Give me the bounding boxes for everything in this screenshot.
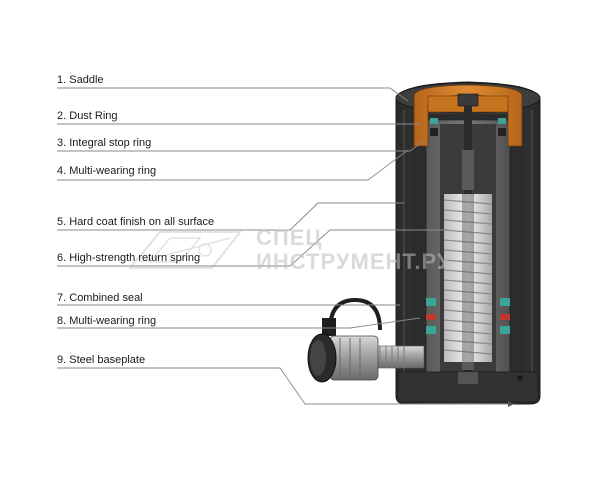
callout-text: Multi-wearing ring <box>69 165 157 177</box>
callout-text: Hard coat finish on all surface <box>69 216 215 228</box>
callout-number: 2. <box>57 110 67 122</box>
callout-text: Steel baseplate <box>69 354 146 366</box>
seal-rings <box>426 118 510 334</box>
callout-number: 6. <box>57 252 67 264</box>
callout-text: Multi-wearing ring <box>69 315 157 327</box>
watermark-logo <box>127 231 243 269</box>
callout-text: Integral stop ring <box>69 137 152 149</box>
callout-number: 5. <box>57 216 67 228</box>
callout-6-return-spring: 6. High-strength return spring <box>57 252 200 264</box>
callout-9-steel-baseplate: 9. Steel baseplate <box>57 354 145 366</box>
callout-number: 8. <box>57 315 67 327</box>
callout-number: 9. <box>57 354 67 366</box>
return-spring <box>443 194 493 362</box>
leader-lines <box>57 87 508 405</box>
callout-4-multi-wearing-ring: 4. Multi-wearing ring <box>57 165 156 177</box>
callout-number: 7. <box>57 292 67 304</box>
callout-number: 1. <box>57 74 67 86</box>
watermark-line-2: ИНСТРУМЕНТ.РУ <box>256 249 452 274</box>
watermark-line-1: СПЕЦ <box>256 225 323 250</box>
callout-1-saddle: 1. Saddle <box>57 74 104 86</box>
callout-3-integral-stop-ring: 3. Integral stop ring <box>57 137 151 149</box>
callout-2-dust-ring: 2. Dust Ring <box>57 110 118 122</box>
callout-7-combined-seal: 7. Combined seal <box>57 292 143 304</box>
callout-text: Combined seal <box>69 292 143 304</box>
callout-5-hard-coat-finish: 5. Hard coat finish on all surface <box>57 216 214 228</box>
callout-text: Saddle <box>69 74 104 86</box>
callout-8-multi-wearing-ring: 8. Multi-wearing ring <box>57 315 156 327</box>
callout-text: High-strength return spring <box>69 252 201 264</box>
steel-baseplate <box>397 371 539 403</box>
callout-text: Dust Ring <box>69 110 118 122</box>
callout-number: 4. <box>57 165 67 177</box>
hydraulic-coupler <box>307 297 425 383</box>
callout-number: 3. <box>57 137 67 149</box>
